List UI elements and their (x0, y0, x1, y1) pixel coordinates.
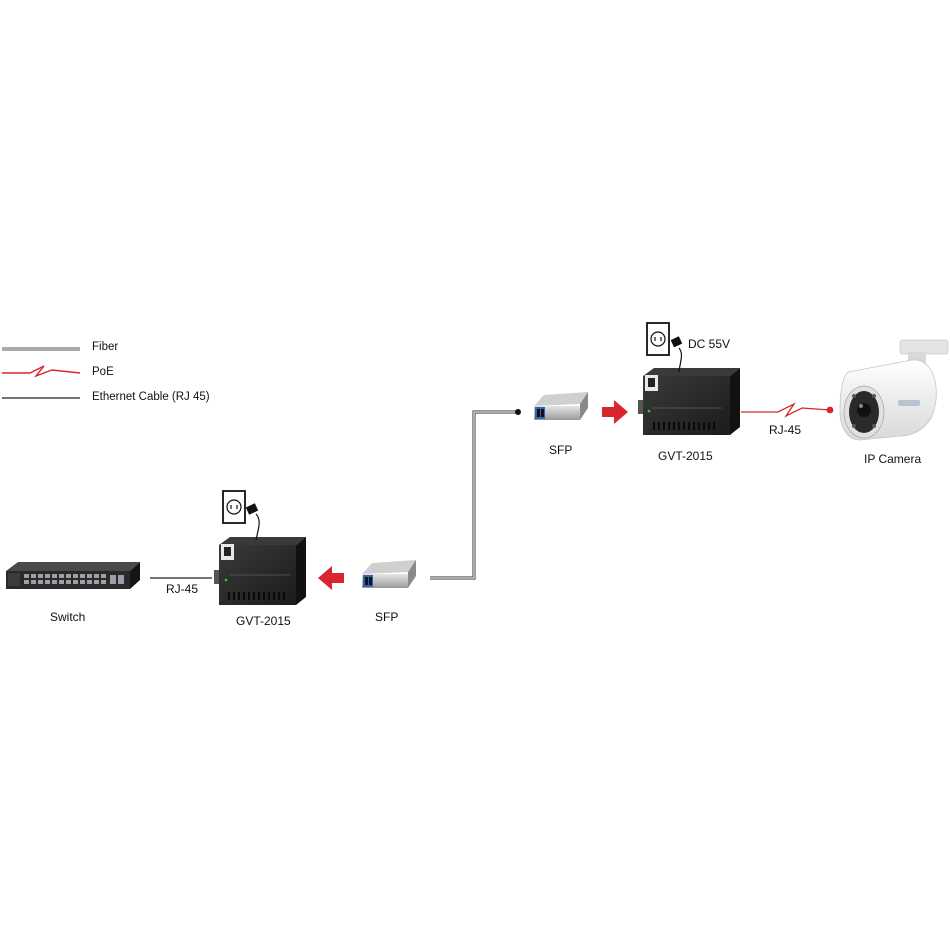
arrow-right-icon (602, 400, 628, 424)
legend-poe-label: PoE (92, 366, 114, 378)
dc-power-label: DC 55V (688, 337, 731, 351)
legend-fiber-label: Fiber (92, 341, 119, 353)
sfp-module-right (534, 392, 588, 420)
sfp-module-left (362, 560, 416, 588)
switch-device (6, 562, 140, 589)
media-converter-left (214, 537, 306, 605)
switch-label: Switch (50, 610, 86, 624)
ip-camera-device (839, 339, 949, 441)
media-converter-right (638, 368, 740, 435)
arrow-left-icon (318, 566, 344, 590)
legend-ethernet-label: Ethernet Cable (RJ 45) (92, 391, 210, 403)
legend-poe-line (2, 365, 81, 378)
fiber-cable (430, 409, 521, 580)
rj45-left-label: RJ-45 (166, 582, 199, 596)
camera-label: IP Camera (864, 452, 922, 466)
converter-left-label: GVT-2015 (236, 614, 291, 628)
power-outlet-right (646, 322, 683, 373)
rj45-right-label: RJ-45 (769, 423, 802, 437)
sfp-left-label: SFP (375, 610, 399, 624)
sfp-right-label: SFP (549, 443, 573, 457)
poe-cable-right (741, 402, 834, 418)
converter-right-label: GVT-2015 (658, 449, 713, 463)
power-outlet-left (222, 490, 260, 541)
legend (2, 347, 81, 399)
